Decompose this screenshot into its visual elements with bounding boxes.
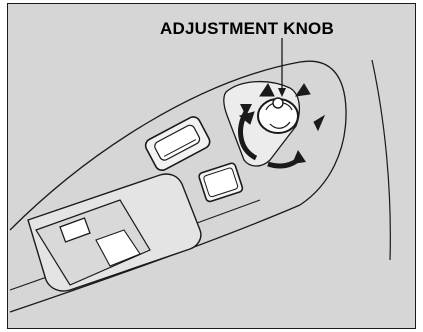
adjustment-knob[interactable] xyxy=(258,98,298,133)
window-switch xyxy=(143,114,212,172)
rotation-arrowhead-right xyxy=(292,150,306,164)
door-edge-line xyxy=(372,60,390,260)
mirror-select-button xyxy=(198,162,243,202)
